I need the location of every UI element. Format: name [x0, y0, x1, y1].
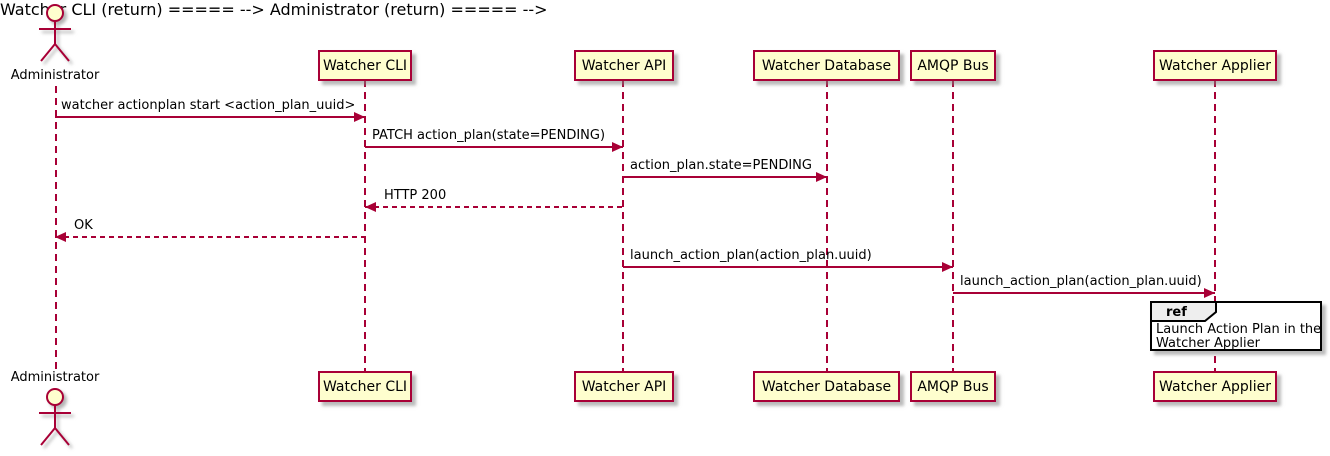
message-3-label: action_plan.state=PENDING [630, 158, 812, 173]
arrowhead-icon [612, 142, 623, 152]
arrowhead-icon [1204, 288, 1215, 298]
participant-label: Watcher API [581, 57, 667, 74]
message-6-line [623, 266, 953, 268]
actor-icon [39, 388, 71, 446]
message-3-line [623, 176, 827, 178]
participant-amqp-bus-top: AMQP Bus [910, 50, 996, 81]
arrowhead-icon [942, 262, 953, 272]
participant-label: AMQP Bus [917, 57, 989, 74]
participant-label: Watcher Applier [1159, 57, 1271, 74]
ref-keyword: ref [1166, 305, 1187, 320]
lifeline-watcher-applier [1214, 80, 1216, 371]
lifeline-watcher-database [826, 80, 828, 371]
participant-label: AMQP Bus [917, 378, 989, 395]
actor-label-bottom: Administrator [10, 370, 100, 385]
message-4-label: HTTP 200 [384, 188, 447, 203]
participant-watcher-database-bottom: Watcher Database [753, 371, 900, 402]
participant-watcher-applier-bottom: Watcher Applier [1153, 371, 1277, 402]
participant-label: Watcher API [581, 378, 667, 395]
message-4-line [365, 206, 623, 208]
participant-watcher-api-bottom: Watcher API [574, 371, 674, 402]
message-1-label: watcher actionplan start <action_plan_uu… [61, 98, 356, 113]
ref-tab-shape [1150, 301, 1217, 322]
ref-text-line-1: Launch Action Plan in the [1156, 322, 1322, 337]
arrowhead-icon [55, 232, 66, 242]
message-7-line [953, 292, 1215, 294]
participant-label: Watcher Database [761, 57, 892, 74]
ref-text-line-2: Watcher Applier [1156, 336, 1260, 351]
lifeline-administrator [55, 86, 57, 370]
lifeline-watcher-api [622, 80, 624, 371]
participant-watcher-applier-top: Watcher Applier [1153, 50, 1277, 81]
message-5-label: OK [74, 218, 93, 233]
message-5-line [55, 236, 365, 238]
arrowhead-icon [816, 172, 827, 182]
arrowhead-icon [365, 202, 376, 212]
participant-label: Watcher Database [761, 378, 892, 395]
message-6-label: launch_action_plan(action_plan.uuid) [630, 248, 872, 263]
actor-icon [39, 4, 71, 62]
participant-amqp-bus-bottom: AMQP Bus [910, 371, 996, 402]
participant-label: Watcher CLI [322, 57, 408, 74]
message-7-label: launch_action_plan(action_plan.uuid) [960, 274, 1202, 289]
actor-label-top: Administrator [10, 68, 100, 83]
message-2-label: PATCH action_plan(state=PENDING) [372, 128, 606, 143]
participant-watcher-api-top: Watcher API [574, 50, 674, 81]
participant-watcher-cli-bottom: Watcher CLI [318, 371, 412, 402]
message-2-line [365, 146, 623, 148]
participant-label: Watcher Applier [1159, 378, 1271, 395]
arrowhead-icon [354, 112, 365, 122]
participant-label: Watcher CLI [322, 378, 408, 395]
message-1-line [55, 116, 365, 118]
participant-watcher-cli-top: Watcher CLI [318, 50, 412, 81]
participant-watcher-database-top: Watcher Database [753, 50, 900, 81]
ref-fragment: ref Launch Action Plan in the Watcher Ap… [1150, 301, 1322, 351]
lifeline-amqp-bus [952, 80, 954, 371]
lifeline-watcher-cli [364, 80, 366, 371]
